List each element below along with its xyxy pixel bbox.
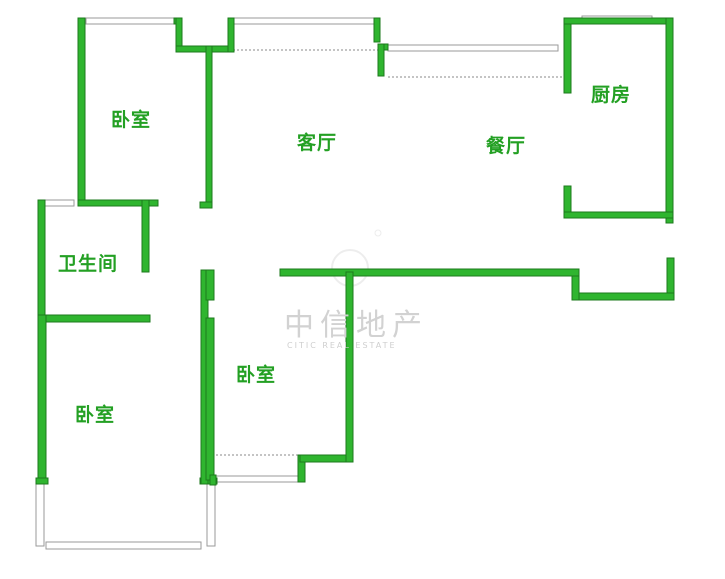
walls <box>35 17 675 486</box>
watermark-subtitle: CITIC REAL ESTATE <box>287 341 397 350</box>
window-living-room <box>232 17 380 51</box>
window-bedroom-middle <box>211 454 305 483</box>
label-bathroom: 卫生间 <box>58 253 119 275</box>
label-living-room: 客厅 <box>297 132 338 154</box>
label-dining-room: 餐厅 <box>486 135 527 157</box>
label-bedroom-bottom: 卧室 <box>75 404 116 426</box>
label-kitchen: 厨房 <box>591 84 632 106</box>
watermark-name: 中信地产 <box>284 308 428 343</box>
label-bedroom-middle: 卧室 <box>236 364 277 386</box>
window-dining-room <box>387 44 566 78</box>
window-bedroom-top <box>85 17 179 25</box>
label-bedroom-top: 卧室 <box>111 109 152 131</box>
bay-window-bedroom-bottom <box>35 483 216 550</box>
window-bathroom <box>43 199 75 207</box>
watermark-logo <box>331 229 382 287</box>
